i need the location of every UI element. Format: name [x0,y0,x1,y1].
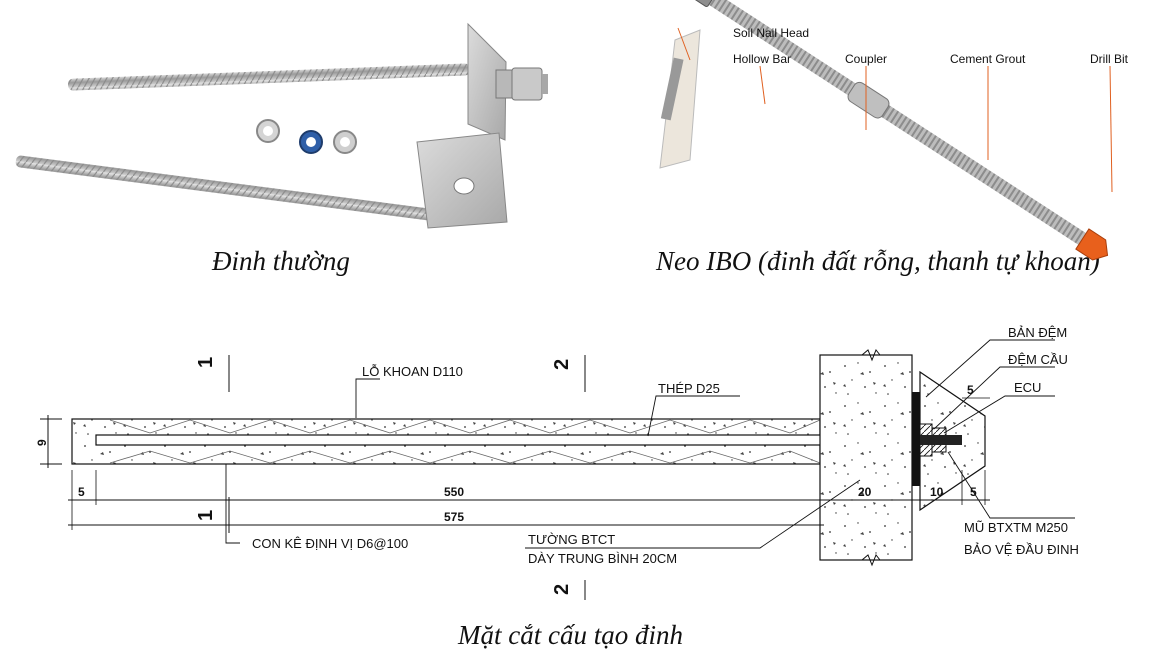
upper-nut [495,67,548,101]
dim-height: 9 [35,439,49,446]
nail-section-drawing: 1 1 2 2 9 5 550 575 20 10 5 5 LỖ KHOAN D… [35,325,1079,600]
label-wall-2: DÀY TRUNG BÌNH 20CM [528,551,677,566]
ibo-plate [660,57,684,121]
section-mark-1-bottom: 1 [195,510,217,521]
steel-bar-d25 [95,434,869,446]
spacer-zigzag [109,419,821,434]
dim-wall-20: 20 [858,485,872,499]
label-cap-1: MŨ BTXTM M250 [964,520,1068,535]
ibo-drill-bit [1075,228,1109,261]
lower-rebar [15,155,468,225]
label-spacer: CON KÊ ĐỊNH VỊ D6@100 [252,536,408,551]
section-mark-1-top: 1 [195,357,217,368]
label-bore: LỖ KHOAN D110 [362,364,463,379]
caption-section: Mặt cắt cấu tạo đinh [458,620,683,650]
dim-left-offset: 5 [78,485,85,499]
label-drill-bit: Drill Bit [1090,52,1129,66]
label-hollow-bar: Hollow Bar [733,52,791,66]
upper-rebar [68,63,470,91]
caption-ibo-anchor: Neo IBO (đinh đất rỗng, thanh tự khoan) [656,246,1100,276]
upper-bearing-plate [467,22,507,141]
label-coupler: Coupler [845,52,887,66]
ibo-soil-block [659,29,701,169]
label-wall-1: TƯỜNG BTCT [528,532,615,547]
dim-length-550: 550 [444,485,464,499]
label-steel: THÉP D25 [658,381,720,396]
normal-nail-illustration [15,22,548,229]
label-nut: ECU [1014,380,1041,395]
concrete-wall [819,354,913,561]
label-cement-grout: Cement Grout [950,52,1026,66]
label-soil-nail-head: Soil Nail Head [733,26,809,40]
dim-top-offset: 5 [967,383,974,397]
section-mark-2-top: 2 [551,359,573,370]
label-plate: BẢN ĐỆM [1008,325,1067,340]
dim-right-offset: 5 [970,485,977,499]
section-mark-2-bottom: 2 [551,584,573,595]
ibo-coupler [847,81,890,119]
ibo-anchor-illustration: Soil Nail Head Hollow Bar Coupler Cement… [659,0,1129,261]
dim-cap-10: 10 [930,485,944,499]
dim-total-575: 575 [444,510,464,524]
caption-normal-nail: Đinh thường [212,246,350,276]
ibo-nut [687,0,718,7]
label-cap-2: BẢO VỆ ĐẦU ĐINH [964,542,1079,557]
label-washer: ĐỆM CẦU [1008,352,1068,367]
